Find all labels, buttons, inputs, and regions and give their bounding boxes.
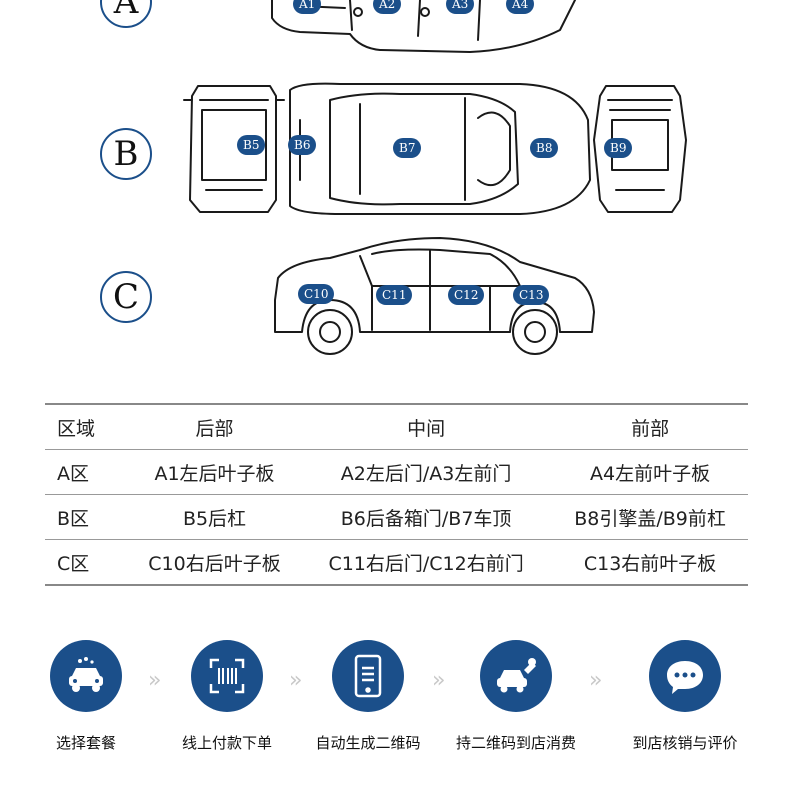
- part-badge-c10: C10: [298, 284, 335, 304]
- table-cell-zone: C区: [45, 539, 129, 586]
- step-label: 到店核销与评价: [632, 734, 738, 752]
- header-zone: 区域: [45, 403, 129, 450]
- zone-c-circle: C: [100, 271, 152, 323]
- car-wash-icon: [50, 640, 122, 712]
- table-cell-zone: B区: [45, 494, 129, 540]
- zone-part-table: 区域 后部 中间 前部 A区 A1左后叶子板 A2左后门/A3左前门 A4左前叶…: [45, 403, 748, 586]
- step-verify-and-review[interactable]: 到店核销与评价: [610, 640, 760, 753]
- step-label: 持二维码到店消费: [455, 734, 576, 752]
- part-badge-b8: B8: [530, 138, 559, 158]
- table-cell-rear: C10右后叶子板: [129, 539, 301, 586]
- part-badge-b7: B7: [393, 138, 422, 158]
- step-label: 线上付款下单: [181, 734, 272, 752]
- part-badge-b6: B6: [288, 135, 317, 155]
- header-middle: 中间: [300, 403, 553, 450]
- chevron-right-icon: »: [148, 668, 162, 693]
- table-cell-rear: B5后杠: [129, 494, 301, 540]
- part-badge-a4: A4: [506, 0, 535, 14]
- step-label: 选择套餐: [55, 734, 116, 752]
- table-cell-middle: C11右后门/C12右前门: [300, 539, 553, 586]
- zone-b-circle: B: [100, 128, 152, 180]
- car-outline-drawing: [183, 0, 687, 355]
- zone-b-label: B: [113, 134, 139, 174]
- table-row: A区 A1左后叶子板 A2左后门/A3左前门 A4左前叶子板: [45, 449, 748, 495]
- table-cell-front: C13右前叶子板: [552, 539, 748, 586]
- header-rear: 后部: [129, 403, 301, 450]
- car-wrench-icon: [480, 640, 552, 712]
- phone-document-icon: [332, 640, 404, 712]
- chevron-right-icon: »: [289, 668, 303, 693]
- table-cell-front: A4左前叶子板: [552, 449, 748, 495]
- chat-bubble-icon: [649, 640, 721, 712]
- part-badge-c13: C13: [513, 285, 550, 305]
- table-cell-middle: B6后备箱门/B7车顶: [300, 494, 553, 540]
- table-cell-front: B8引擎盖/B9前杠: [552, 494, 748, 540]
- chevron-right-icon: »: [589, 668, 603, 693]
- car-zone-diagram: A B C A1 A2 A3 A4 B5 B6 B7 B8 B9 C10 C11…: [0, 0, 800, 360]
- part-badge-c11: C11: [376, 285, 413, 305]
- step-pay-online[interactable]: 线上付款下单: [152, 640, 302, 753]
- step-generate-qrcode[interactable]: 自动生成二维码: [293, 640, 443, 753]
- chevron-right-icon: »: [432, 668, 446, 693]
- table-row: B区 B5后杠 B6后备箱门/B7车顶 B8引擎盖/B9前杠: [45, 494, 748, 540]
- table-row: C区 C10右后叶子板 C11右后门/C12右前门 C13右前叶子板: [45, 539, 748, 586]
- part-badge-a1: A1: [293, 0, 322, 14]
- part-badge-a3: A3: [446, 0, 475, 14]
- zone-c-label: C: [112, 277, 139, 317]
- step-select-package[interactable]: 选择套餐: [11, 640, 161, 753]
- table-cell-rear: A1左后叶子板: [129, 449, 301, 495]
- barcode-scan-icon: [191, 640, 263, 712]
- step-label: 自动生成二维码: [315, 734, 421, 752]
- step-use-qrcode-in-store[interactable]: 持二维码到店消费: [441, 640, 591, 753]
- zone-a-label: A: [113, 0, 139, 22]
- part-badge-c12: C12: [448, 285, 485, 305]
- header-front: 前部: [552, 403, 748, 450]
- part-badge-b9: B9: [604, 138, 633, 158]
- part-badge-b5: B5: [237, 135, 266, 155]
- table-cell-middle: A2左后门/A3左前门: [300, 449, 553, 495]
- table-cell-zone: A区: [45, 449, 129, 495]
- part-badge-a2: A2: [373, 0, 402, 14]
- process-steps: 选择套餐 » 线上付款下单 » 自动生成二维码 »: [0, 640, 800, 780]
- table-header-row: 区域 后部 中间 前部: [45, 403, 748, 450]
